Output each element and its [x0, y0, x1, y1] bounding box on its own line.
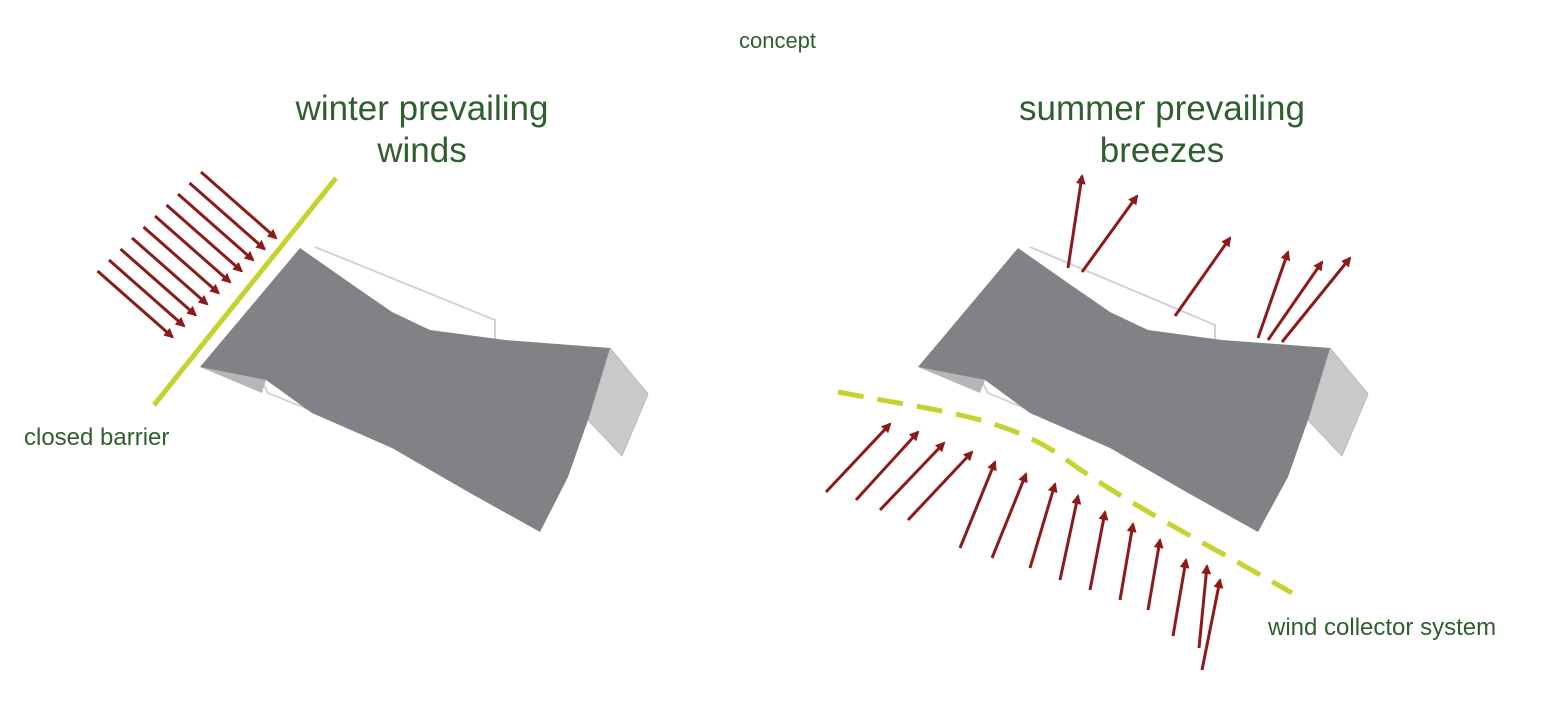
summer-incoming-wind-arrows: [824, 422, 1224, 671]
wind-collector-dashed-line: [837, 389, 1294, 596]
winter-building: [200, 246, 649, 532]
summer-heading: summer prevailing breezes: [952, 88, 1372, 172]
wind-arrow-icon: [958, 460, 997, 549]
wind-arrow-icon: [1080, 194, 1139, 273]
wind-arrow-icon: [1266, 260, 1324, 341]
wind-arrow-icon: [131, 236, 209, 306]
summer-outgoing-wind-arrows: [1066, 174, 1352, 343]
winter-heading: winter prevailing winds: [212, 88, 632, 172]
wind-arrow-icon: [1066, 174, 1086, 269]
winter-building-roof: [200, 248, 610, 532]
closed-barrier-label: closed barrier: [24, 424, 170, 451]
summer-building-side: [1307, 346, 1369, 457]
wind-arrow-icon: [1197, 564, 1212, 649]
wind-arrow-icon: [142, 225, 221, 295]
closed-barrier-line: [152, 176, 338, 407]
wind-arrow-icon: [1088, 510, 1109, 591]
wind-arrow-icon: [1028, 482, 1058, 569]
wind-arrow-icon: [188, 181, 267, 251]
wind-arrow-icon: [177, 192, 255, 262]
wind-arrow-icon: [165, 203, 244, 273]
winter-heading-line2: winds: [377, 131, 467, 170]
wind-arrow-icon: [878, 441, 946, 512]
wind-arrow-icon: [824, 422, 892, 494]
wind-arrow-icon: [1058, 494, 1082, 581]
wind-arrow-icon: [1200, 578, 1224, 671]
wind-arrow-icon: [1118, 522, 1137, 601]
wind-arrow-icon: [1146, 538, 1164, 611]
winter-heading-line1: winter prevailing: [295, 89, 549, 128]
wind-arrow-icon: [906, 450, 974, 522]
summer-building: [918, 246, 1369, 532]
diagram-title: concept: [738, 28, 817, 53]
winter-wind-arrows: [96, 170, 278, 339]
wind-arrow-icon: [1173, 236, 1232, 317]
wind-arrow-icon: [154, 214, 232, 284]
wind-arrow-icon: [854, 430, 920, 502]
wind-arrow-icon: [1256, 250, 1291, 339]
summer-heading-line1: summer prevailing: [1019, 89, 1305, 128]
wind-collector-label: wind collector system: [1268, 614, 1497, 641]
wind-arrow-icon: [990, 472, 1028, 559]
wind-arrow-icon: [119, 247, 198, 317]
wind-arrow-icon: [96, 269, 175, 339]
summer-heading-line2: breezes: [1099, 131, 1225, 170]
wind-arrow-icon: [1280, 256, 1352, 343]
wind-arrow-icon: [1171, 558, 1190, 637]
summer-building-roof: [918, 248, 1330, 532]
wind-arrow-icon: [200, 170, 278, 240]
wind-arrow-icon: [108, 258, 186, 328]
